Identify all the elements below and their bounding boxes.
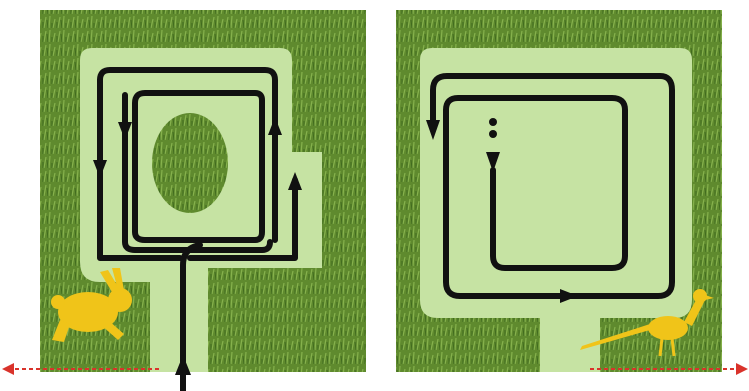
right-field-panel xyxy=(396,10,748,375)
dot-icon xyxy=(489,130,497,138)
left-field-panel xyxy=(2,10,366,391)
oval-clearing xyxy=(152,113,228,213)
right-arrow-icon xyxy=(736,363,748,375)
left-arrow-icon xyxy=(2,363,14,375)
dot-icon xyxy=(489,118,497,126)
